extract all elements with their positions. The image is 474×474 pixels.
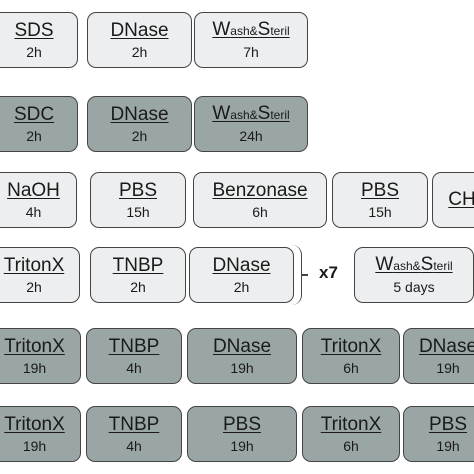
step-duration: 4h bbox=[126, 359, 142, 376]
step-name-part: S bbox=[257, 19, 271, 40]
step-name-part: S bbox=[420, 254, 434, 275]
step-duration: 24h bbox=[239, 128, 263, 144]
step-box: DNase 2h bbox=[87, 12, 192, 68]
step-name-part: ash& bbox=[393, 259, 421, 273]
step-box: Wash&Steril 5 days bbox=[354, 247, 474, 303]
step-name: Wash&Steril bbox=[212, 104, 289, 125]
step-name: PBS bbox=[118, 179, 158, 201]
step-box: TNBP 4h bbox=[86, 406, 182, 462]
step-name-part: ash& bbox=[230, 108, 258, 122]
step-box: PBS 19h bbox=[187, 406, 297, 462]
step-duration: 19h bbox=[230, 359, 254, 376]
step-name: SDS bbox=[14, 19, 54, 41]
step-name: Wash&Steril bbox=[212, 20, 289, 41]
step-name-part: ash& bbox=[230, 24, 258, 38]
step-box: Benzonase 6h bbox=[193, 172, 327, 228]
step-box: Wash&Steril 24h bbox=[194, 96, 308, 152]
step-name: Wash&Steril bbox=[375, 255, 452, 276]
step-name-part: teril bbox=[270, 108, 290, 122]
step-name: CH bbox=[448, 189, 474, 210]
step-name-part: S bbox=[257, 103, 271, 124]
step-box: DNase 19h bbox=[403, 328, 474, 384]
step-box: SDC 2h bbox=[0, 96, 78, 152]
step-duration: 7h bbox=[243, 44, 259, 60]
step-name-part: W bbox=[375, 254, 394, 275]
step-name: DNase bbox=[418, 335, 474, 357]
step-box: DNase 2h bbox=[87, 96, 192, 152]
step-duration: 2h bbox=[26, 278, 42, 295]
step-duration: 2h bbox=[131, 127, 148, 144]
step-box: TritonX 19h bbox=[0, 328, 81, 384]
step-name: Benzonase bbox=[212, 179, 308, 201]
step-duration: 19h bbox=[436, 437, 460, 454]
step-name: PBS bbox=[360, 179, 400, 201]
step-box: Wash&Steril 7h bbox=[194, 12, 308, 68]
step-box: PBS 15h bbox=[90, 172, 186, 228]
step-duration: 4h bbox=[25, 203, 42, 220]
step-name: TNBP bbox=[112, 254, 164, 276]
step-duration: 5 days bbox=[393, 279, 435, 295]
step-duration: 6h bbox=[343, 359, 359, 376]
step-duration: 2h bbox=[26, 127, 42, 144]
step-box: TNBP 4h bbox=[86, 328, 182, 384]
step-name: TritonX bbox=[3, 254, 65, 276]
step-name: TNBP bbox=[108, 335, 160, 357]
step-duration: 19h bbox=[22, 437, 47, 454]
repeat-count-label: x7 bbox=[319, 263, 338, 282]
step-name-part: W bbox=[212, 19, 231, 40]
step-duration: 4h bbox=[126, 437, 142, 454]
repeat-bracket-point bbox=[302, 274, 308, 276]
step-name-part: teril bbox=[270, 24, 290, 38]
step-box: TritonX 19h bbox=[0, 406, 81, 462]
step-name-part: teril bbox=[433, 259, 453, 273]
step-name: NaOH bbox=[7, 179, 60, 201]
step-box: DNase 19h bbox=[187, 328, 297, 384]
step-name: TritonX bbox=[320, 413, 382, 435]
step-box: TritonX 2h bbox=[0, 247, 80, 303]
step-box: DNase 2h bbox=[189, 247, 294, 303]
step-box: PBS 15h bbox=[332, 172, 428, 228]
step-name: DNase bbox=[212, 335, 272, 357]
step-duration: 6h bbox=[343, 437, 359, 454]
step-name-part: W bbox=[212, 103, 231, 124]
step-name: TritonX bbox=[4, 413, 65, 435]
step-duration: 19h bbox=[230, 437, 254, 454]
step-name: PBS bbox=[428, 413, 468, 435]
step-name: DNase bbox=[110, 103, 169, 125]
step-duration: 19h bbox=[436, 359, 460, 376]
step-box: SDS 2h bbox=[0, 12, 78, 68]
step-duration: 2h bbox=[233, 278, 250, 295]
step-duration: 15h bbox=[368, 203, 392, 220]
step-name: PBS bbox=[222, 413, 262, 435]
step-box: TritonX 6h bbox=[302, 328, 400, 384]
step-name: DNase bbox=[212, 254, 271, 276]
step-name: TritonX bbox=[320, 335, 382, 357]
step-duration: 2h bbox=[130, 278, 146, 295]
step-box: NaOH 4h bbox=[0, 172, 77, 228]
step-name: TNBP bbox=[108, 413, 160, 435]
step-duration: 19h bbox=[22, 359, 47, 376]
step-duration: 6h bbox=[252, 203, 268, 220]
step-duration: 2h bbox=[26, 43, 42, 60]
step-name: DNase bbox=[110, 19, 169, 41]
step-duration: 15h bbox=[126, 203, 150, 220]
step-name: TritonX bbox=[4, 335, 65, 357]
step-box: TritonX 6h bbox=[302, 406, 400, 462]
repeat-bracket bbox=[290, 245, 302, 305]
step-box: CH bbox=[432, 172, 474, 228]
step-name: SDC bbox=[13, 103, 55, 125]
step-duration: 2h bbox=[131, 43, 148, 60]
step-box: TNBP 2h bbox=[90, 247, 186, 303]
step-box: PBS 19h bbox=[403, 406, 474, 462]
